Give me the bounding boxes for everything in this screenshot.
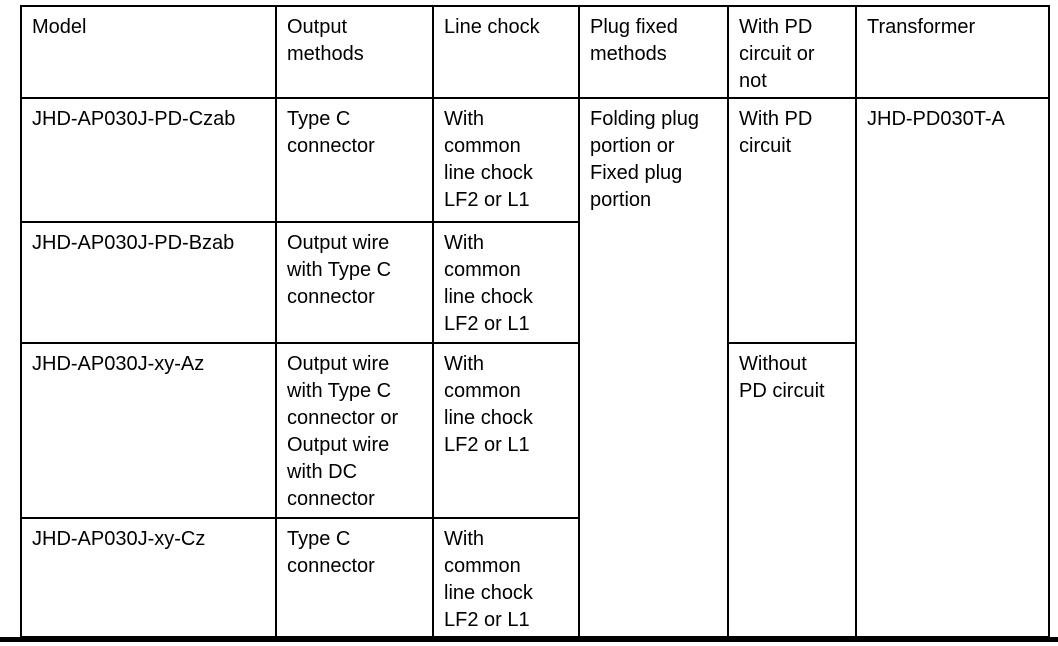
header-output-methods: Output methods [275,5,434,99]
cell-output-methods-2: Output wire with Type C connector [275,221,434,344]
table-row: JHD-AP030J-xy-Az Output wire with Type C… [20,342,1049,638]
header-transformer: Transformer [855,5,1050,99]
cell-without-pd-circuit: Without PD circuit [727,342,857,638]
cell-model-4: JHD-AP030J-xy-Cz [20,517,277,638]
table-header-row: Model Output methods Line chock Plug fix… [20,5,1050,99]
cell-line-chock-4: With common line chock LF2 or L1 [432,517,580,638]
cell-model-2: JHD-AP030J-PD-Bzab [20,221,277,344]
cell-line-chock-1: With common line chock LF2 or L1 [432,97,580,223]
table-row: JHD-AP030J-PD-Czab Type C connector With… [20,97,1050,638]
table-row: JHD-AP030J-xy-Cz Type C connector With c… [20,517,1049,638]
cell-output-methods-1: Type C connector [275,97,434,223]
cell-line-chock-2: With common line chock LF2 or L1 [432,221,580,344]
product-spec-table: Model Output methods Line chock Plug fix… [20,5,1050,638]
cell-transformer-value: JHD-PD030T-A [855,97,1050,638]
header-plug-fixed-methods: Plug fixed methods [578,5,729,99]
header-line-chock: Line chock [432,5,580,99]
cell-output-methods-4: Type C connector [275,517,434,638]
cell-with-pd-circuit: With PD circuit [727,97,857,344]
page-bottom-rule [0,637,1058,642]
cell-model-3: JHD-AP030J-xy-Az [20,342,277,519]
cell-model-1: JHD-AP030J-PD-Czab [20,97,277,223]
table-row: JHD-AP030J-PD-Bzab Output wire with Type… [20,221,1049,344]
cell-line-chock-3: With common line chock LF2 or L1 [432,342,580,519]
cell-output-methods-3: Output wire with Type C connector or Out… [275,342,434,519]
cell-plug-fixed-methods: Folding plug portion or Fixed plug porti… [578,97,729,638]
header-model: Model [20,5,277,99]
header-pd-circuit: With PD circuit or not [727,5,857,99]
